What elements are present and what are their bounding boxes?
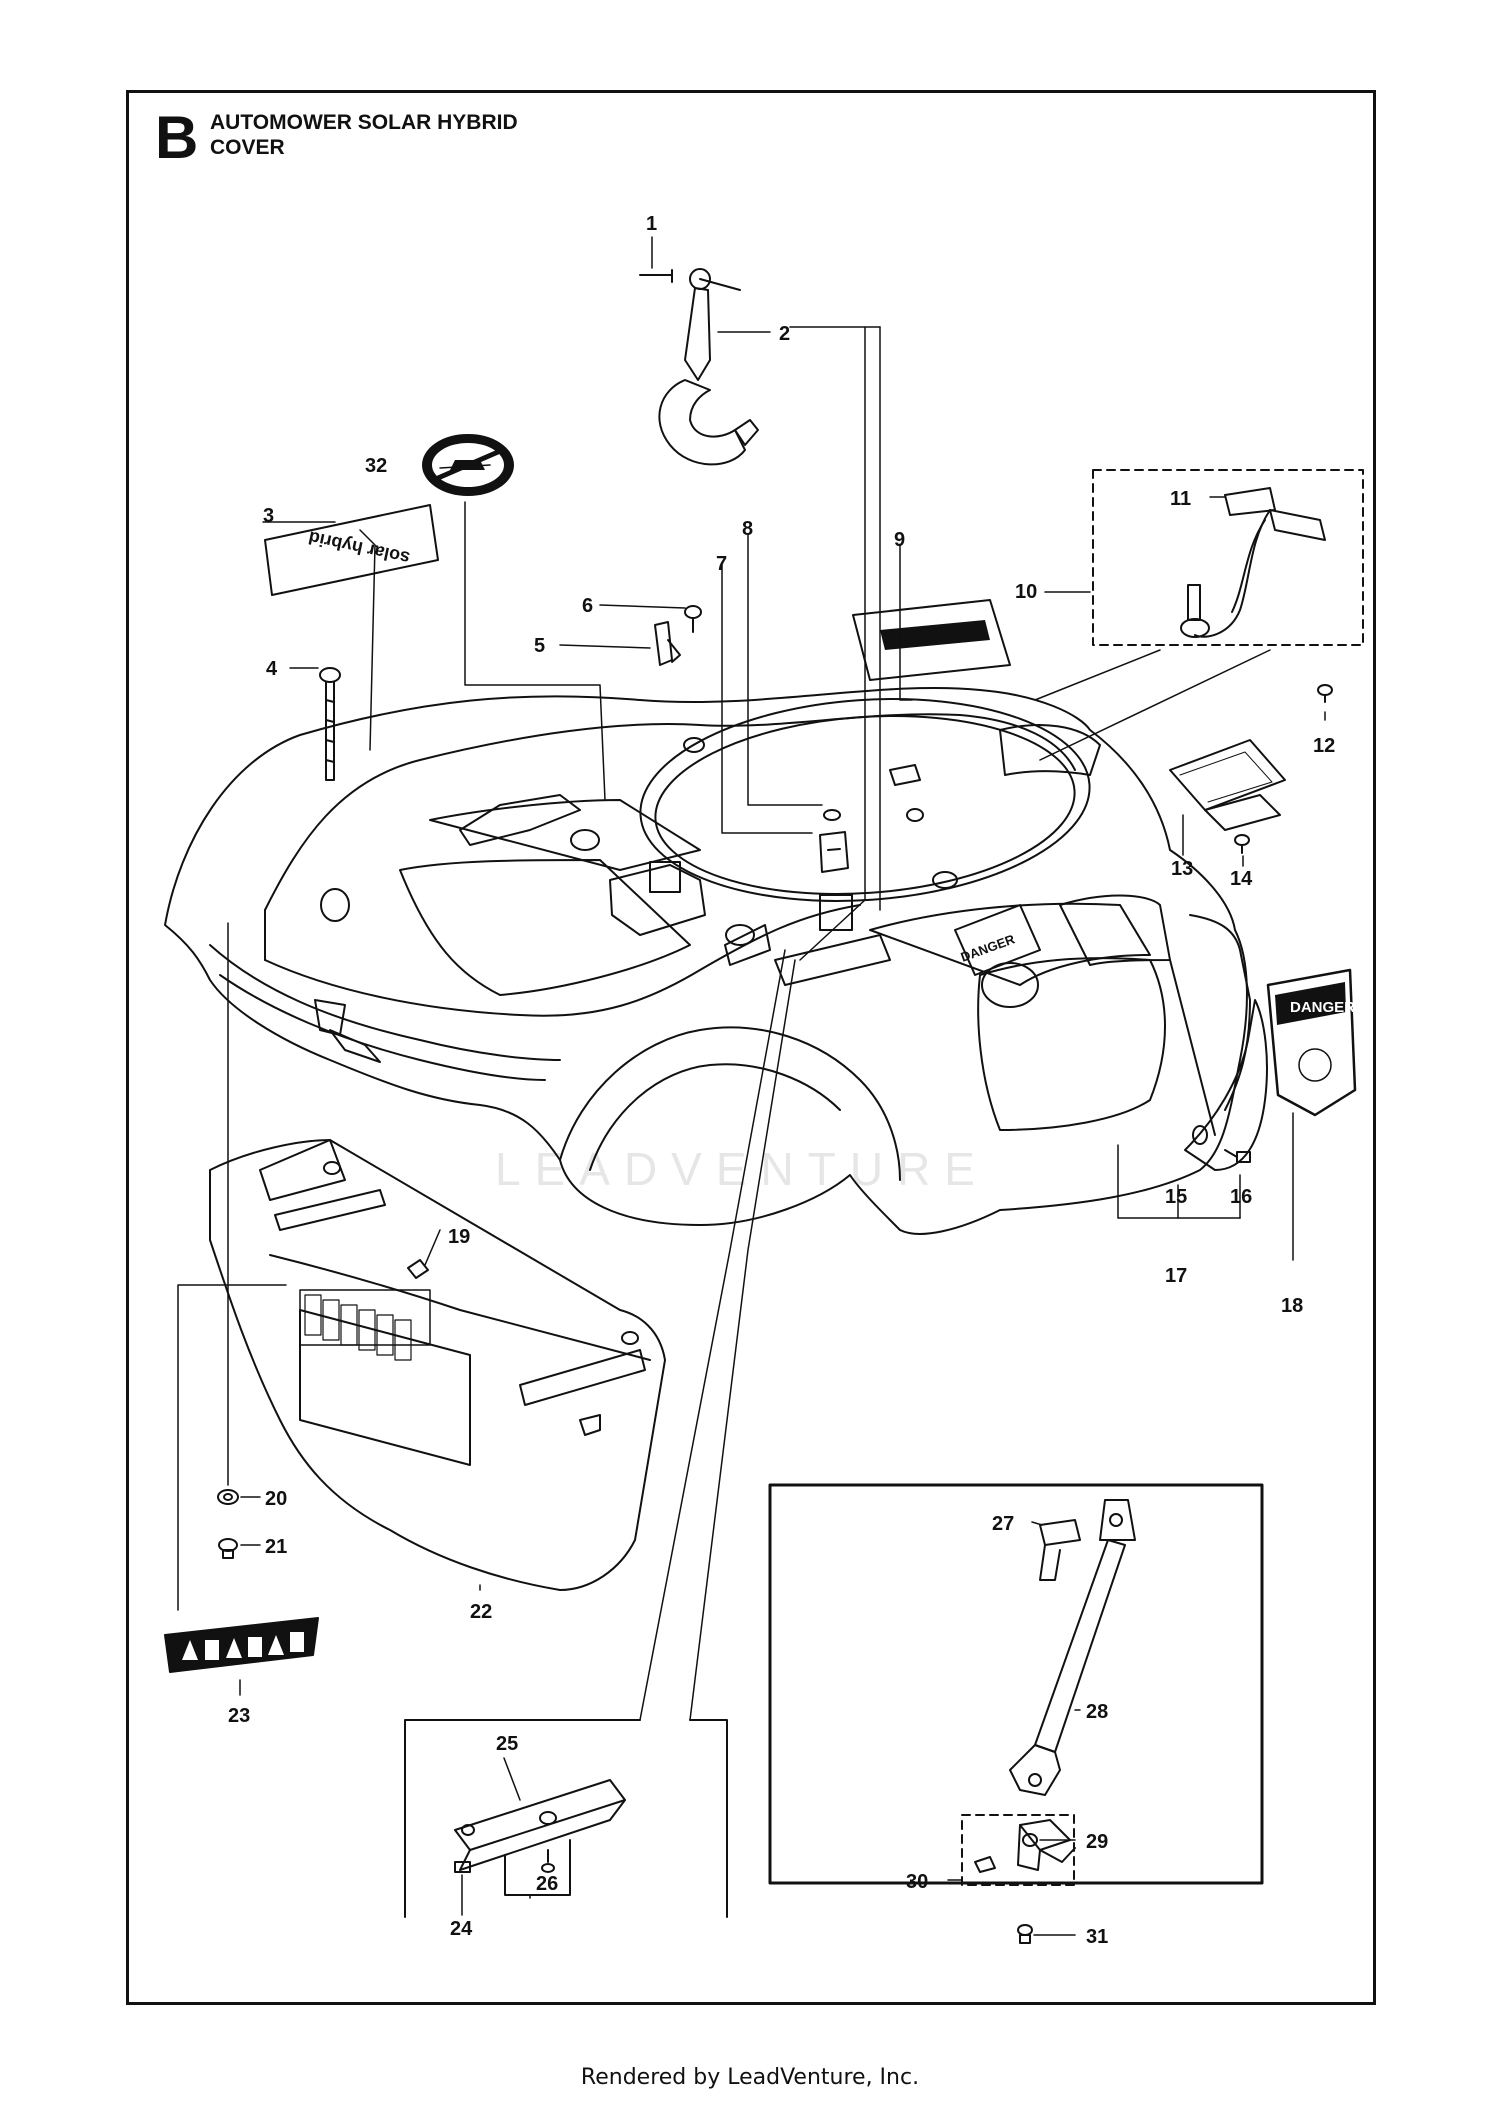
callout-4: 4 xyxy=(266,658,278,680)
washer-part-20 xyxy=(217,1489,239,1505)
decal-danger-large: DANGER xyxy=(1266,968,1357,1117)
clip-part-5 xyxy=(654,621,681,666)
pad-part-13 xyxy=(1169,739,1286,831)
screw-part-31 xyxy=(1017,1924,1033,1944)
bracket-part-27 xyxy=(1039,1519,1081,1581)
leader-lines xyxy=(177,236,1326,1936)
nut-part-19 xyxy=(407,1259,429,1279)
screw-part-16 xyxy=(1224,1149,1251,1163)
callout-27: 27 xyxy=(992,1513,1014,1535)
section-letter: B xyxy=(155,104,199,171)
decal-danger-large-text: DANGER xyxy=(1290,999,1355,1016)
callout-12: 12 xyxy=(1313,735,1335,757)
decal-warning-strip xyxy=(164,1617,319,1673)
screw-part-12 xyxy=(1317,684,1333,703)
callout-2: 2 xyxy=(779,323,790,345)
callout-23: 23 xyxy=(228,1705,250,1727)
decal-solar-hybrid: solar hybrid xyxy=(264,504,439,596)
callout-31: 31 xyxy=(1086,1926,1108,1948)
callout-19: 19 xyxy=(448,1226,470,1248)
callout-28: 28 xyxy=(1086,1701,1108,1723)
callout-24: 24 xyxy=(450,1918,473,1940)
decal-danger-body-text: DANGER xyxy=(959,931,1018,965)
callout-22: 22 xyxy=(470,1601,492,1623)
diagram-frame xyxy=(126,90,1376,2005)
decal-solar-hybrid-text: solar hybrid xyxy=(307,527,412,568)
decal-part-9 xyxy=(852,599,1011,681)
callout-10: 10 xyxy=(1015,581,1037,603)
front-bumper xyxy=(209,1139,666,1591)
decal-no-ride xyxy=(422,434,514,496)
inset-box-hinge xyxy=(404,1719,728,1918)
callout-17: 17 xyxy=(1165,1265,1187,1287)
callout-3: 3 xyxy=(263,505,274,527)
screw-part-4 xyxy=(319,667,341,781)
inset-box-gas-strut xyxy=(768,1483,1264,1885)
callout-18: 18 xyxy=(1281,1295,1303,1317)
callout-9: 9 xyxy=(894,529,905,551)
callout-5: 5 xyxy=(534,635,545,657)
callout-13: 13 xyxy=(1171,858,1193,880)
callout-32: 32 xyxy=(365,455,387,477)
title-line-1: AUTOMOWER SOLAR HYBRID xyxy=(210,111,518,134)
callout-15: 15 xyxy=(1165,1186,1187,1208)
screw-part-14 xyxy=(1234,834,1250,854)
callout-29: 29 xyxy=(1086,1831,1108,1853)
washer-part-29 xyxy=(1022,1833,1038,1847)
callout-6: 6 xyxy=(582,595,593,617)
callout-26: 26 xyxy=(536,1873,558,1895)
gas-strut-part-28 xyxy=(1009,1499,1136,1796)
callout-16: 16 xyxy=(1230,1186,1252,1208)
callout-11: 11 xyxy=(1170,488,1191,510)
callout-30: 30 xyxy=(906,1871,928,1893)
callout-8: 8 xyxy=(742,518,753,540)
callout-14: 14 xyxy=(1230,868,1253,890)
title-line-2: COVER xyxy=(210,136,285,159)
screw-part-6 xyxy=(684,605,702,633)
screw-part-8 xyxy=(823,809,841,821)
carry-handle xyxy=(639,268,759,466)
footer-credit: Rendered by LeadVenture, Inc. xyxy=(580,2065,920,2090)
callout-labels: 1 2 3 4 5 6 7 8 9 10 11 12 13 14 15 16 1… xyxy=(228,213,1335,1948)
callout-20: 20 xyxy=(265,1488,287,1510)
diagram-title: AUTOMOWER SOLAR HYBRID COVER xyxy=(210,110,518,160)
callout-21: 21 xyxy=(265,1536,287,1558)
callout-7: 7 xyxy=(716,553,727,575)
callout-25: 25 xyxy=(496,1733,518,1755)
side-skirt-part-15 xyxy=(1184,999,1268,1171)
kit-10-box xyxy=(1092,469,1364,646)
screw-part-21 xyxy=(218,1538,238,1559)
connector-part-7 xyxy=(819,831,849,873)
callout-1: 1 xyxy=(646,213,657,235)
cable-part-11 xyxy=(1180,487,1326,638)
bracket-part-30 xyxy=(974,1819,1076,1873)
